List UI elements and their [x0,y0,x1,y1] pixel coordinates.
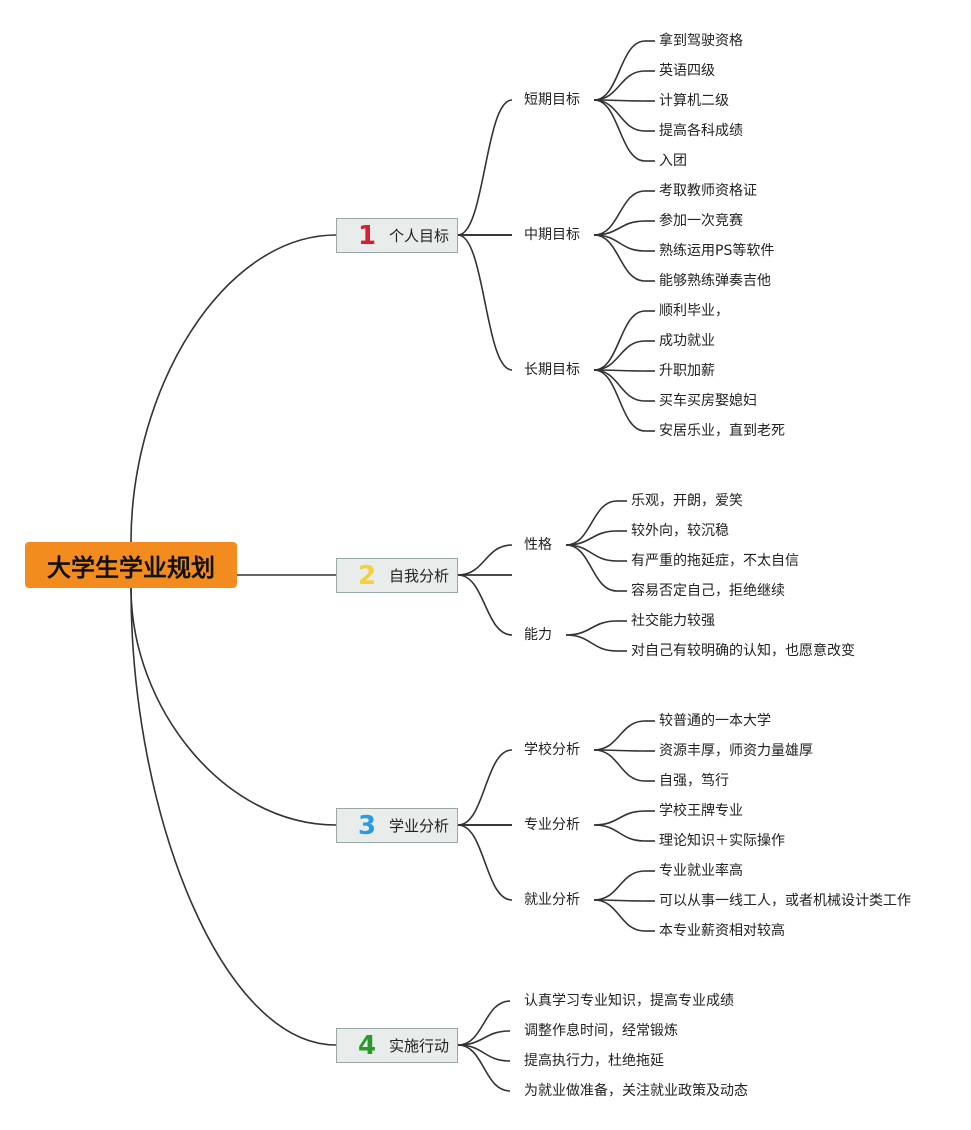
branch-label-4: 实施行动 [389,1037,450,1055]
leaf-1-3-1[interactable]: 顺利毕业， [659,303,729,319]
leaf-1-2-2[interactable]: 参加一次竞赛 [659,213,743,229]
edge-sub-1-2-leaf-4 [593,234,646,282]
edge-sub-3-2-leaf-1 [593,810,646,826]
leaf-1-3-3[interactable]: 升职加薪 [659,363,715,379]
leaf-2-2-2[interactable]: 对自己有较明确的认知，也愿意改变 [631,643,855,659]
sub-topic-3-2[interactable]: 专业分析 [524,817,580,833]
leaf-3-3-1[interactable]: 专业就业率高 [659,863,743,879]
leaf-4-4[interactable]: 为就业做准备，关注就业政策及动态 [524,1083,748,1099]
edge-sub-3-1-leaf-1 [593,720,646,751]
sub-topic-3-3[interactable]: 就业分析 [524,892,580,908]
edge-sub-3-1-leaf-3 [593,749,646,782]
edge-sub-3-2-leaf-2 [593,824,646,842]
leaf-4-1[interactable]: 认真学习专业知识，提高专业成绩 [524,993,734,1009]
sub-topic-2-2[interactable]: 能力 [524,627,552,643]
edge-branch-4-leaf-4 [457,1044,511,1092]
leaf-2-1-3[interactable]: 有严重的拖延症，不太自信 [631,553,799,569]
sub-topic-1-2[interactable]: 中期目标 [524,227,580,243]
branch-number-3: 3 [357,810,377,841]
leaf-3-1-1[interactable]: 较普通的一本大学 [659,713,771,729]
edge-sub-2-1-leaf-4 [565,544,618,592]
leaf-1-2-4[interactable]: 能够熟练弹奏吉他 [659,273,771,289]
edge-branch-2-sub-2 [457,574,513,636]
leaf-3-3-2[interactable]: 可以从事一线工人，或者机械设计类工作 [659,893,911,909]
branch-number-2: 2 [357,560,377,591]
edge-sub-2-1-leaf-1 [565,500,618,546]
leaf-1-3-4[interactable]: 买车买房娶媳妇 [659,393,757,409]
root-topic[interactable]: 大学生学业规划 [25,542,237,588]
branch-node-2[interactable]: 2 自我分析 [336,558,458,593]
edge-branch-2-sub-1 [457,544,513,576]
branch-node-1[interactable]: 1 个人目标 [336,218,458,253]
leaf-3-3-3[interactable]: 本专业薪资相对较高 [659,923,785,939]
edge-sub-1-1-leaf-2 [593,70,646,101]
edge-branch-3-sub-1 [457,749,513,826]
edge-sub-1-3-leaf-2 [593,340,646,371]
leaf-1-2-3[interactable]: 熟练运用PS等软件 [659,243,775,259]
leaf-1-1-1[interactable]: 拿到驾驶资格 [659,33,743,49]
edge-root-branch-3 [130,587,337,826]
branch-number-4: 4 [357,1030,377,1061]
edge-sub-2-2-leaf-2 [565,634,618,652]
edge-sub-1-3-leaf-5 [593,369,646,432]
edge-sub-3-3-leaf-1 [593,870,646,901]
edge-sub-1-3-leaf-4 [593,369,646,402]
branch-node-3[interactable]: 3 学业分析 [336,808,458,843]
leaf-4-3[interactable]: 提高执行力，杜绝拖延 [524,1053,664,1069]
leaf-1-1-3[interactable]: 计算机二级 [659,93,729,109]
leaf-1-1-2[interactable]: 英语四级 [659,63,715,79]
edge-sub-1-3-leaf-1 [593,310,646,371]
leaf-3-2-1[interactable]: 学校王牌专业 [659,803,743,819]
edge-sub-3-3-leaf-3 [593,899,646,932]
branch-label-2: 自我分析 [389,567,450,585]
leaf-3-2-2[interactable]: 理论知识＋实际操作 [659,833,785,849]
leaf-3-1-2[interactable]: 资源丰厚，师资力量雄厚 [659,743,813,759]
branch-number-1: 1 [357,220,377,251]
branch-label-3: 学业分析 [389,817,450,835]
leaf-4-2[interactable]: 调整作息时间，经常锻炼 [524,1023,678,1039]
branch-label-1: 个人目标 [389,227,450,245]
leaf-1-3-5[interactable]: 安居乐业，直到老死 [659,423,785,439]
branch-node-4[interactable]: 4 实施行动 [336,1028,458,1063]
leaf-2-1-4[interactable]: 容易否定自己，拒绝继续 [631,583,785,599]
leaf-2-2-1[interactable]: 社交能力较强 [631,613,715,629]
edge-root-branch-4 [130,587,337,1046]
leaf-2-1-1[interactable]: 乐观，开朗，爱笑 [631,493,743,509]
sub-topic-2-1[interactable]: 性格 [524,537,552,553]
edge-sub-1-1-leaf-1 [593,40,646,101]
edge-sub-1-2-leaf-1 [593,190,646,236]
leaf-2-1-2[interactable]: 较外向，较沉稳 [631,523,729,539]
edge-sub-1-1-leaf-5 [593,99,646,162]
edge-branch-1-sub-1 [457,99,513,236]
leaf-1-1-4[interactable]: 提高各科成绩 [659,123,743,139]
leaf-3-1-3[interactable]: 自强，笃行 [659,773,729,789]
sub-topic-1-1[interactable]: 短期目标 [524,92,580,108]
edge-branch-1-sub-3 [457,234,513,371]
edge-sub-2-2-leaf-1 [565,620,618,636]
sub-topic-1-3[interactable]: 长期目标 [524,362,580,378]
edge-branch-3-sub-3 [457,824,513,901]
edge-sub-1-1-leaf-4 [593,99,646,132]
leaf-1-3-2[interactable]: 成功就业 [659,333,715,349]
leaf-1-1-5[interactable]: 入团 [659,153,687,169]
sub-topic-3-1[interactable]: 学校分析 [524,742,580,758]
edge-root-branch-1 [130,234,337,543]
edge-branch-4-leaf-1 [457,1000,511,1046]
leaf-1-2-1[interactable]: 考取教师资格证 [659,183,757,199]
